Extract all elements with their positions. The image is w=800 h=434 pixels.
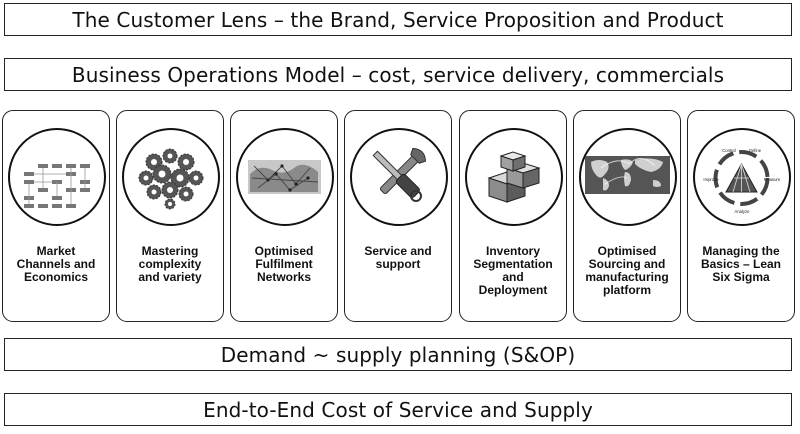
market-channels-label: Market Channels and Economics	[16, 244, 96, 284]
pillar-fulfilment-networks: Optimised Fulfilment Networks	[230, 110, 338, 322]
market-channels-circle	[8, 128, 106, 226]
sourcing-manufacturing-label: Optimised Sourcing and manufacturing pla…	[585, 244, 669, 297]
pillars-row: Market Channels and Economics Mastering …	[0, 110, 800, 322]
dmaic-cycle-icon: Control Define Measure Analyze Improve	[703, 148, 781, 214]
dmaic-control-text: Control	[722, 148, 736, 153]
channel-diagram-icon	[24, 164, 90, 208]
fulfilment-networks-circle	[236, 128, 334, 226]
tools-icon	[372, 147, 427, 202]
inventory-segmentation-circle	[465, 128, 563, 226]
pillar-service-support: Service and support	[344, 110, 452, 322]
lean-six-sigma-label: Managing the Basics – Lean Six Sigma	[700, 244, 782, 284]
customer-lens-band: The Customer Lens – the Brand, Service P…	[4, 3, 792, 36]
pillar-market-channels: Market Channels and Economics	[2, 110, 110, 322]
service-support-circle	[350, 128, 448, 226]
inventory-segmentation-label: Inventory Segmentation and Deployment	[473, 244, 553, 297]
end-to-end-cost-text: End-to-End Cost of Service and Supply	[203, 397, 593, 422]
service-support-label: Service and support	[364, 244, 432, 271]
world-map-icon	[585, 156, 670, 194]
fulfilment-networks-label: Optimised Fulfilment Networks	[254, 244, 314, 284]
demand-supply-planning-band: Demand ~ supply planning (S&OP)	[4, 338, 792, 371]
network-map-icon	[248, 160, 321, 194]
gears-head-icon	[138, 148, 204, 210]
dmaic-define-text: Define	[749, 148, 762, 153]
mastering-complexity-label: Mastering complexity and variety	[138, 244, 202, 284]
demand-supply-planning-text: Demand ~ supply planning (S&OP)	[220, 342, 576, 367]
mastering-complexity-circle	[122, 128, 220, 226]
business-operations-band: Business Operations Model – cost, servic…	[4, 58, 792, 91]
dmaic-analyze-text: Analyze	[735, 209, 751, 214]
pillar-lean-six-sigma: Control Define Measure Analyze Improve M…	[687, 110, 795, 322]
dmaic-measure-text: Measure	[764, 177, 781, 182]
business-operations-text: Business Operations Model – cost, servic…	[71, 62, 725, 87]
pillar-inventory-segmentation: Inventory Segmentation and Deployment	[459, 110, 567, 322]
sourcing-manufacturing-circle	[579, 128, 677, 226]
pillar-mastering-complexity: Mastering complexity and variety	[116, 110, 224, 322]
end-to-end-cost-band: End-to-End Cost of Service and Supply	[4, 393, 792, 426]
lean-six-sigma-circle: Control Define Measure Analyze Improve	[693, 128, 791, 226]
customer-lens-text: The Customer Lens – the Brand, Service P…	[72, 7, 724, 32]
pillar-sourcing-manufacturing: Optimised Sourcing and manufacturing pla…	[573, 110, 681, 322]
boxes-icon	[487, 151, 541, 203]
dmaic-improve-text: Improve	[703, 177, 719, 182]
